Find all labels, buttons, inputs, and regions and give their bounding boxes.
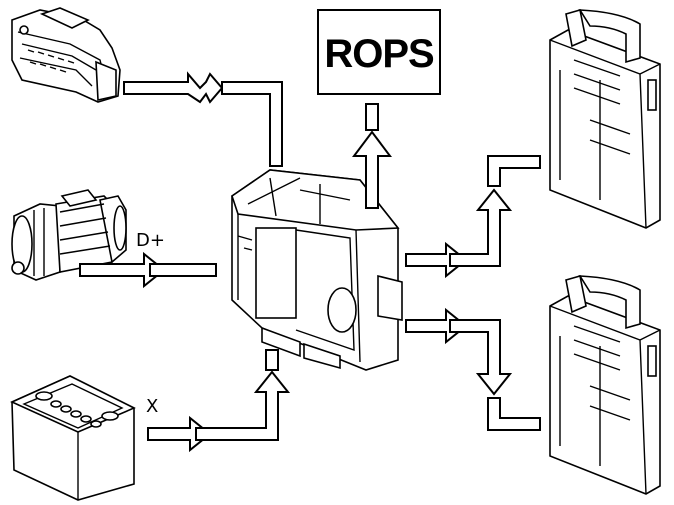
module-bottom-link-arrow [405, 307, 541, 431]
x-label: X [146, 396, 158, 417]
electronic-module-icon [549, 274, 661, 495]
control-unit-icon [231, 169, 403, 371]
rops-label: ROPS [324, 32, 434, 76]
module-top-link-arrow [405, 155, 541, 279]
starter-motor-icon [11, 189, 127, 281]
connector-link-arrow [123, 71, 283, 167]
battery-link-arrow [147, 349, 291, 453]
diagnostic-connector-icon [11, 7, 121, 103]
battery-icon [10, 375, 136, 501]
d-plus-label: D+ [136, 230, 165, 251]
starter-link-arrow [79, 251, 217, 289]
rops-box: ROPS [317, 9, 441, 95]
electronic-module-icon [549, 8, 661, 229]
rops-link-arrow [352, 103, 392, 209]
